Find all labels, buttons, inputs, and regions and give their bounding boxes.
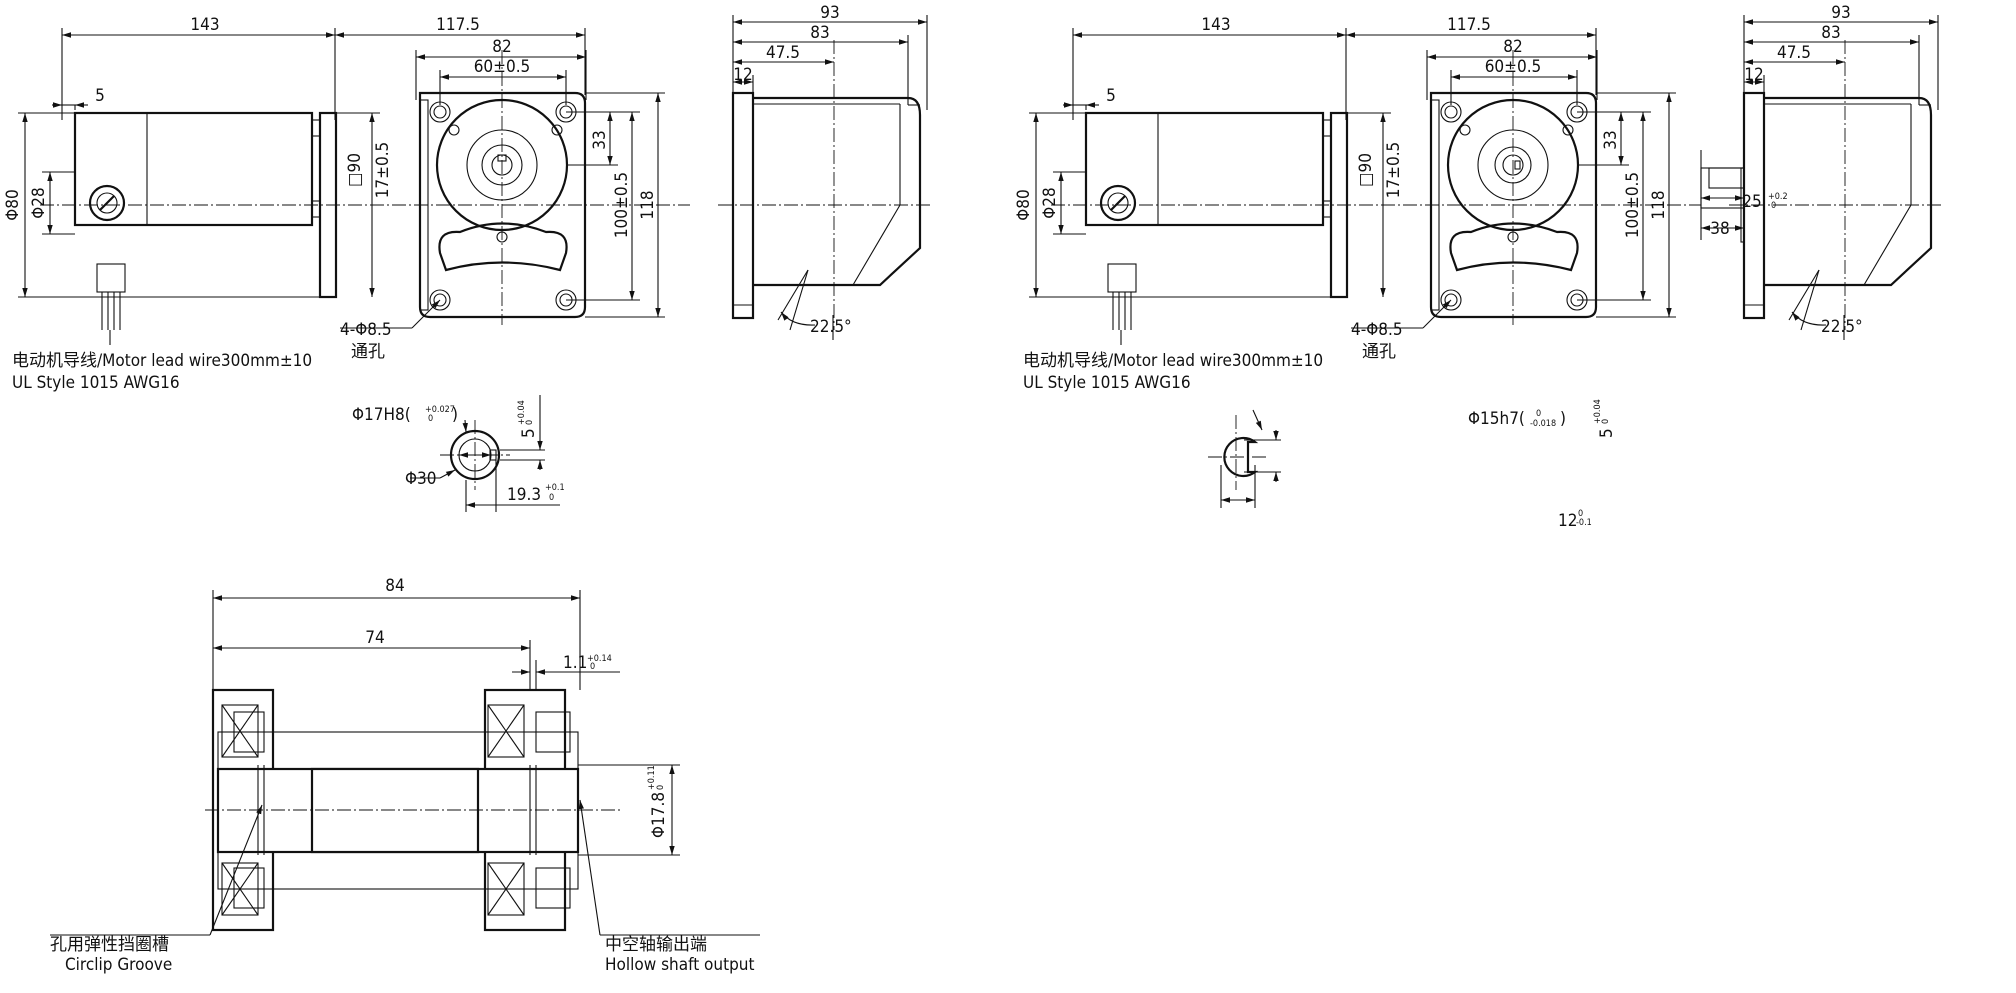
dim-angle: 22.5°	[810, 317, 852, 337]
lead-wire-ul: UL Style 1015 AWG16	[12, 373, 180, 393]
section-groove-low: 0	[590, 662, 595, 672]
shaft-key-low: 0	[1601, 419, 1611, 424]
dim-offset-33: 33	[590, 130, 610, 149]
dim-dia-80: Φ80	[3, 189, 23, 221]
bore-tol-upper: +0.027	[425, 405, 455, 415]
section-groove-dia-up: +0.11	[647, 765, 657, 790]
section-groove-dia-low: 0	[656, 785, 666, 790]
r-dim-angle: 22.5°	[1821, 317, 1863, 337]
bore-tolerance: Φ17H8(	[352, 405, 411, 425]
r-dim-motor-length: 143	[1201, 15, 1230, 35]
circlip-cn: 孔用弹性挡圈槽	[50, 935, 169, 955]
dim-offset-5: 5	[95, 86, 105, 106]
right-shaft-labels: Φ15h7( 0 -0.018 ) 5 +0.04 0 12 0 -0.1	[1468, 399, 1617, 531]
right-dimension-labels: 143 117.5 82 60±0.5 5 Φ80 Φ28 □90 17±0.5…	[1014, 3, 1863, 393]
r-dim-pitch-82: 82	[1503, 37, 1522, 57]
r-dim-offset-33: 33	[1601, 130, 1621, 149]
bore-key-up: +0.04	[517, 400, 527, 425]
bore-tol-close: )	[452, 405, 458, 425]
shaft-key-up: +0.04	[1593, 399, 1603, 424]
shaft-tol-upper: 0	[1536, 409, 1541, 419]
dim-gearbox-length: 117.5	[436, 15, 480, 35]
r-dim-dia-28: Φ28	[1040, 187, 1060, 219]
r-dim-gearbox-length: 117.5	[1447, 15, 1491, 35]
section-overall: 84	[385, 576, 404, 596]
r-dim-width-12: 12	[1744, 65, 1763, 85]
left-bore-labels: Φ17H8( +0.027 0 ) 5 +0.04 0 Φ30 19.3 +0.…	[352, 400, 565, 505]
dim-width-83: 83	[810, 23, 829, 43]
r-lead-wire-label: 电动机导线/Motor lead wire300mm±10	[1023, 351, 1323, 371]
dim-height-118: 118	[638, 190, 658, 219]
r-lead-wire-ul: UL Style 1015 AWG16	[1023, 373, 1191, 393]
r-dim-shaft-25-up: +0.2	[1768, 192, 1788, 202]
dim-pitch-60: 60±0.5	[474, 57, 531, 77]
section-labels: 84 74 1.1 +0.14 0 Φ17.8 +0.11 0 孔用弹性挡圈槽 …	[50, 576, 755, 975]
section-inner: 74	[365, 628, 384, 648]
shaft-tol-close: )	[1560, 409, 1566, 429]
dim-width-93: 93	[820, 3, 839, 23]
r-dim-shaft-25: 25	[1742, 192, 1761, 212]
left-gearmotor-drawing	[18, 15, 930, 512]
left-dimension-labels: 143 117.5 82 60±0.5 5 Φ80 Φ28 □90 17±0.5…	[3, 3, 852, 393]
right-gearmotor-drawing	[1029, 15, 1941, 508]
bore-key-depth: 19.3	[507, 485, 541, 505]
r-dim-square-90: □90	[1356, 153, 1376, 187]
shaft-tol-lower: -0.018	[1530, 419, 1556, 429]
r-dim-width-47: 47.5	[1777, 43, 1811, 63]
hollow-en: Hollow shaft output	[605, 955, 755, 975]
hollow-shaft-section	[50, 590, 760, 936]
dim-width-12: 12	[733, 65, 752, 85]
dim-holes-cn: 通孔	[351, 342, 385, 362]
bore-outer-dia: Φ30	[405, 469, 437, 489]
r-dim-holes-cn: 通孔	[1362, 342, 1396, 362]
r-dim-width-93: 93	[1831, 3, 1850, 23]
r-dim-offset-5: 5	[1106, 86, 1116, 106]
section-groove-up: +0.14	[587, 654, 612, 664]
section-groove: 1.1	[563, 653, 587, 673]
dim-pitch-82: 82	[492, 37, 511, 57]
hollow-cn: 中空轴输出端	[605, 935, 707, 955]
r-dim-pitch-60: 60±0.5	[1485, 57, 1542, 77]
shaft-depth-up: 0	[1578, 509, 1583, 519]
dim-square-90: □90	[345, 153, 365, 187]
shaft-depth-low: -0.1	[1576, 518, 1592, 528]
section-groove-dia: Φ17.8	[649, 792, 669, 838]
bore-tol-lower: 0	[428, 414, 433, 424]
r-dim-height-118: 118	[1649, 190, 1669, 219]
bore-key-width: 5	[519, 428, 539, 438]
lead-wire-label: 电动机导线/Motor lead wire300mm±10	[12, 351, 312, 371]
dim-width-47: 47.5	[766, 43, 800, 63]
circlip-en: Circlip Groove	[65, 955, 172, 975]
r-dim-dia-80: Φ80	[1014, 189, 1034, 221]
dim-motor-length: 143	[190, 15, 219, 35]
bore-depth-up: +0.1	[545, 483, 565, 493]
bore-depth-low: 0	[549, 493, 554, 503]
dim-holes: 4-Φ8.5	[340, 320, 392, 340]
shaft-key-depth: 12	[1558, 511, 1577, 531]
left-bore-detail	[410, 395, 560, 512]
right-shaft-detail	[1208, 409, 1281, 508]
r-dim-height-100: 100±0.5	[1623, 172, 1643, 238]
shaft-tolerance: Φ15h7(	[1468, 409, 1525, 429]
r-dim-shaft-25-low: 0	[1771, 201, 1776, 211]
r-dim-width-83: 83	[1821, 23, 1840, 43]
dim-dia-28: Φ28	[29, 187, 49, 219]
r-dim-offset-17: 17±0.5	[1384, 142, 1404, 199]
dim-height-100: 100±0.5	[612, 172, 632, 238]
r-dim-holes: 4-Φ8.5	[1351, 320, 1403, 340]
shaft-key-width: 5	[1597, 428, 1617, 438]
r-dim-shaft-38: 38	[1710, 219, 1729, 239]
dim-offset-17: 17±0.5	[373, 142, 393, 199]
bore-key-low: 0	[525, 420, 535, 425]
